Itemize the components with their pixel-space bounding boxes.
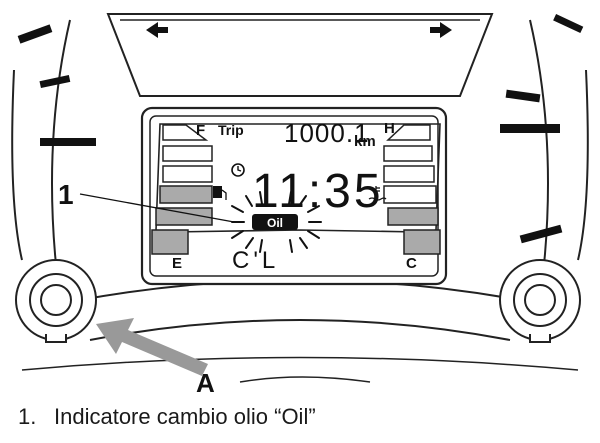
caption-text: Indicatore cambio olio “Oil” bbox=[54, 404, 316, 429]
pointer-arrow-a bbox=[96, 318, 208, 376]
turn-signal-window bbox=[106, 13, 494, 97]
caption-number: 1. bbox=[18, 404, 37, 429]
temp-hot-label: H bbox=[384, 120, 395, 137]
lower-readout: C'L bbox=[232, 247, 279, 274]
left-arrow-icon bbox=[146, 22, 168, 38]
fuel-pump-icon bbox=[213, 186, 227, 200]
clock-display: 11:35 bbox=[252, 165, 384, 218]
clock-icon bbox=[231, 163, 245, 177]
callout-line-1 bbox=[79, 193, 235, 223]
fuel-full-label: F bbox=[196, 122, 205, 139]
odometer-unit: km bbox=[354, 133, 376, 150]
left-knob bbox=[15, 259, 97, 343]
right-knob bbox=[499, 259, 581, 343]
lcd-display bbox=[140, 106, 448, 286]
temp-cold-label: C bbox=[406, 255, 417, 272]
right-gauge-ticks bbox=[500, 14, 584, 244]
oil-change-indicator: Oil bbox=[231, 191, 322, 253]
oil-indicator-label: Oil bbox=[267, 216, 283, 230]
odometer-value: 1000.1 bbox=[284, 118, 370, 148]
fuel-empty-label: E bbox=[172, 255, 182, 272]
left-gauge-ticks bbox=[17, 24, 96, 146]
figure-caption: 1. Indicatore cambio olio “Oil” bbox=[18, 404, 316, 430]
fuel-gauge-bars bbox=[151, 124, 213, 255]
callout-number-1: 1 bbox=[58, 179, 74, 210]
callout-letter-a: A bbox=[196, 368, 215, 398]
temperature-gauge-bars bbox=[383, 124, 441, 255]
trip-label: Trip bbox=[218, 122, 244, 138]
coolant-temp-icon bbox=[368, 186, 387, 201]
right-arrow-icon bbox=[430, 22, 452, 38]
